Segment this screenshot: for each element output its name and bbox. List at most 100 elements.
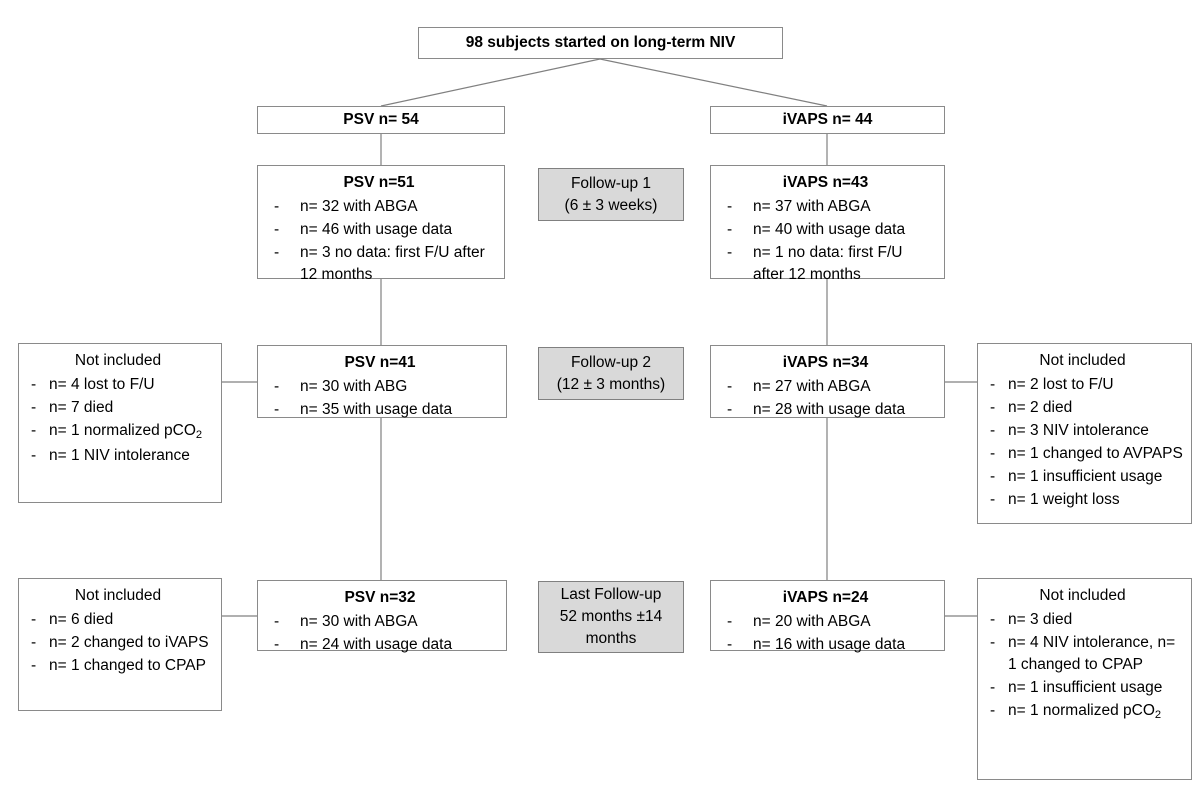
list-item-text: n= 1 normalized pCO: [49, 422, 196, 439]
dash-bullet: -: [274, 198, 280, 215]
list-item: -n= 35 with usage data: [262, 399, 498, 421]
list-item: - n= 40 with usage data: [715, 219, 936, 241]
dash-bullet: -: [727, 613, 733, 630]
node-exclusion-psv-fu2-title: Not included: [74, 352, 162, 369]
dash-bullet: -: [727, 636, 733, 653]
list-item: -n= 2 died: [982, 397, 1183, 419]
list-item-subscript: 2: [195, 429, 203, 442]
list-item-text: n= 2 died: [1008, 399, 1073, 416]
list-item-text: n= 1 normalized pCO: [1008, 702, 1155, 719]
list-item-text: n= 7 died: [49, 399, 114, 416]
node-exclusion-psv-fu3-title: Not included: [74, 587, 162, 604]
node-root: 98 subjects started on long-term NIV: [418, 27, 783, 59]
node-ivaps-fu3: iVAPS n=24 -n= 20 with ABGA -n= 16 with …: [710, 580, 945, 653]
dash-bullet: -: [274, 378, 280, 395]
node-ivaps-fu2-title: iVAPS n=34: [782, 354, 869, 371]
list-item-text: n= 28 with usage data: [753, 401, 906, 418]
node-ivaps-fu3-items: - n= 20 with ABGA -n= 16 with usage data: [715, 611, 936, 656]
node-root-label: 98 subjects started on long-term NIV: [465, 34, 736, 51]
dash-bullet: -: [990, 399, 996, 416]
list-item: -n= 7 died: [23, 397, 213, 419]
list-item-text: n= 32 with ABGA: [300, 198, 418, 215]
list-item: -n= 3 died: [982, 609, 1183, 631]
dash-bullet: -: [990, 491, 996, 508]
node-psv-fu2-title: PSV n=41: [344, 354, 416, 371]
list-item: -n= 1 weight loss: [982, 489, 1183, 511]
dash-bullet: -: [990, 634, 996, 651]
node-followup-2-line1: Follow-up 2: [570, 353, 652, 371]
list-item-text: n= 3 died: [1008, 611, 1073, 628]
list-item: -n= 37 with ABGA: [715, 196, 936, 218]
node-exclusion-ivaps-fu2: Not included -n= 2 lost to F/U -n= 2 die…: [977, 343, 1192, 524]
list-item: -n= 1 normalized pCO2: [23, 420, 213, 444]
list-item: -n= 4 NIV intolerance, n= 1 changed to C…: [982, 632, 1183, 676]
list-item-text: n= 40 with usage data: [753, 221, 906, 238]
dash-bullet: -: [274, 221, 280, 238]
node-followup-1-line1: Follow-up 1: [570, 174, 652, 192]
list-item-text: n= 24 with usage data: [300, 636, 453, 653]
list-item-text: n= 46 with usage data: [300, 221, 453, 238]
list-item: -n= 16 with usage data: [715, 634, 936, 656]
dash-bullet: -: [274, 244, 280, 261]
list-item-text: n= 4 NIV intolerance, n= 1 changed to CP…: [1008, 634, 1176, 673]
dash-bullet: -: [727, 401, 733, 418]
dash-bullet: -: [31, 634, 37, 651]
dash-bullet: -: [990, 468, 996, 485]
node-ivaps-fu1-items: -n= 37 with ABGA -n= 40 with usage data …: [715, 196, 936, 286]
node-psv-fu1-title: PSV n=51: [343, 174, 415, 191]
node-psv-fu2: PSV n=41 -n= 30 with ABG -n= 35 with usa…: [257, 345, 507, 418]
node-followup-3-line1: Last Follow-up: [560, 586, 662, 603]
dash-bullet: -: [727, 244, 733, 261]
node-exclusion-psv-fu3: Not included -n= 6 died -n= 2 changed to…: [18, 578, 222, 711]
node-psv-fu3-title: PSV n=32: [344, 589, 416, 606]
list-item: - n= 20 with ABGA: [715, 611, 936, 633]
list-item-text: n= 1 weight loss: [1008, 491, 1120, 508]
node-followup-1: Follow-up 1 (6 ± 3 weeks): [538, 168, 684, 221]
list-item: - n= 27 with ABGA: [715, 376, 936, 398]
node-ivaps-baseline-label: iVAPS n= 44: [782, 111, 873, 128]
node-followup-3-line2: 52 months ±14: [559, 608, 663, 625]
list-item-text: n= 35 with usage data: [300, 401, 453, 418]
node-exclusion-psv-fu3-items: -n= 6 died -n= 2 changed to iVAPS -n= 1 …: [23, 609, 213, 677]
list-item: - n= 30 with ABGA: [262, 611, 498, 633]
list-item-text: n= 1 NIV intolerance: [49, 446, 190, 464]
dash-bullet: -: [727, 378, 733, 395]
list-item: -n= 2 changed to iVAPS: [23, 632, 213, 654]
list-item: -n= 1 changed to AVPAPS: [982, 443, 1183, 465]
node-exclusion-psv-fu2: Not included -n= 4 lost to F/U -n= 7 die…: [18, 343, 222, 503]
list-item-text: n= 1 changed to CPAP: [49, 657, 206, 674]
node-exclusion-ivaps-fu3: Not included -n= 3 died -n= 4 NIV intole…: [977, 578, 1192, 780]
list-item-text: n= 30 with ABGA: [300, 613, 418, 630]
list-item: -n= 4 lost to F/U: [23, 374, 213, 396]
dash-bullet: -: [31, 376, 37, 393]
list-item: -n= 1 changed to CPAP: [23, 655, 213, 677]
dash-bullet: -: [990, 422, 996, 439]
dash-bullet: -: [31, 422, 37, 439]
list-item: - n= 46 with usage data: [262, 219, 496, 241]
list-item-text: n= 20 with ABGA: [753, 613, 871, 630]
list-item-text: n= 3 NIV intolerance: [1008, 422, 1149, 439]
node-psv-fu2-items: -n= 30 with ABG -n= 35 with usage data: [262, 376, 498, 421]
list-item-text: n= 1 changed to AVPAPS: [1008, 445, 1183, 462]
dash-bullet: -: [31, 399, 37, 416]
dash-bullet: -: [990, 679, 996, 696]
list-item: - n= 28 with usage data: [715, 399, 936, 421]
dash-bullet: -: [727, 221, 733, 238]
dash-bullet: -: [990, 376, 996, 393]
connector-root-to-psv: [380, 58, 601, 107]
list-item-text: n= 1 insufficient usage: [1008, 679, 1163, 696]
list-item: -n= 30 with ABG: [262, 376, 498, 398]
connector-root-to-ivaps: [599, 58, 828, 107]
list-item-text: n= 1 no data: first F/U after 12 months: [753, 244, 903, 283]
dash-bullet: -: [727, 198, 733, 215]
node-psv-fu3-items: - n= 30 with ABGA - n= 24 with usage data: [262, 611, 498, 656]
list-item: -n= 3 no data: first F/U after 12 months: [262, 242, 496, 286]
node-ivaps-baseline: iVAPS n= 44: [710, 106, 945, 134]
node-psv-fu3: PSV n=32 - n= 30 with ABGA - n= 24 with us…: [257, 580, 507, 653]
dash-bullet: -: [274, 613, 280, 630]
list-item-text: n= 6 died: [49, 611, 114, 628]
node-followup-2: Follow-up 2 (12 ± 3 months): [538, 347, 684, 400]
node-ivaps-fu1-title: iVAPS n=43: [782, 174, 869, 191]
list-item-text: n= 27 with ABGA: [753, 378, 871, 395]
